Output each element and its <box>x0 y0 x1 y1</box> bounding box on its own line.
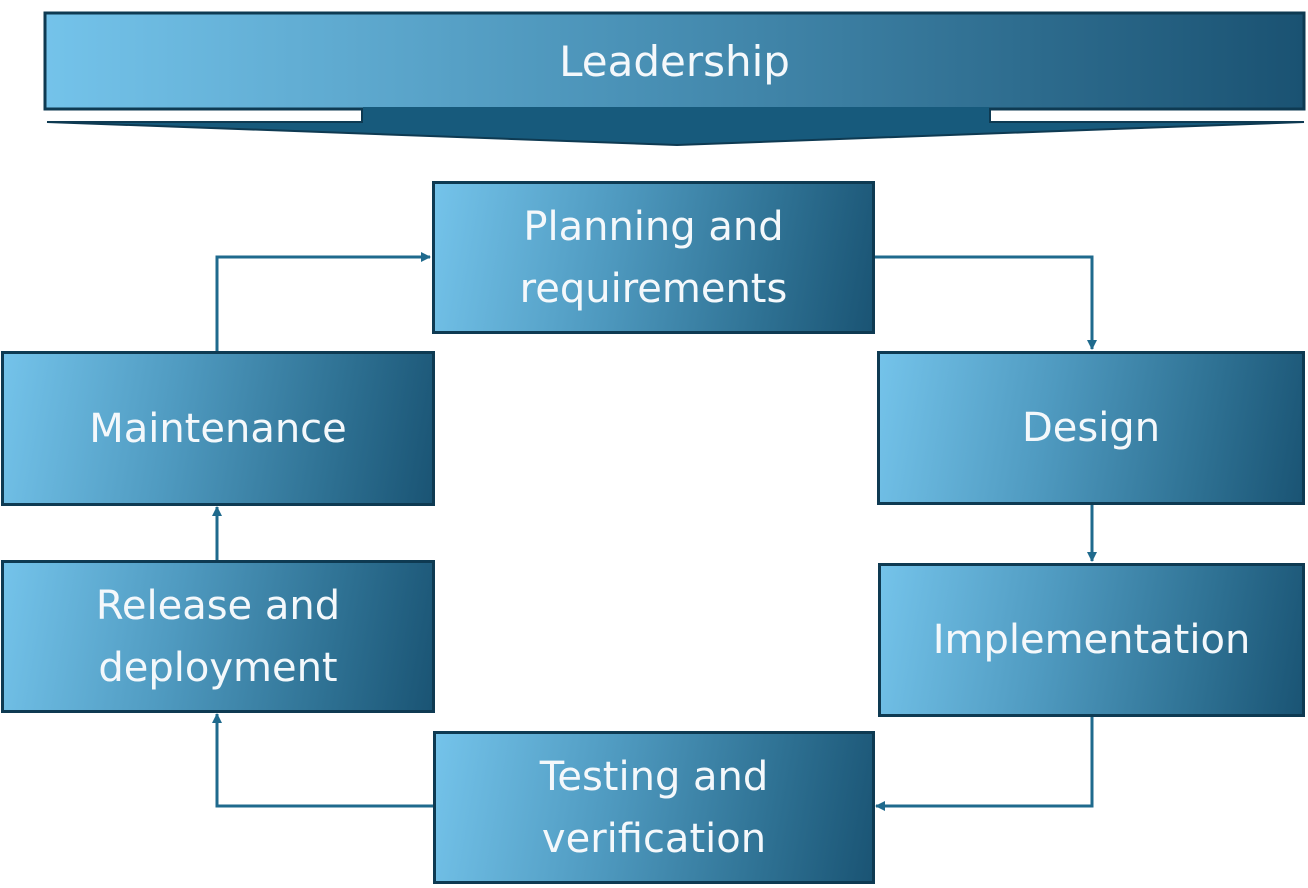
step-label: Testing and <box>539 753 769 800</box>
step-testing: Testing and verification <box>433 731 875 884</box>
connector-maintenance-planning <box>215 252 431 351</box>
step-label: deployment <box>98 644 338 691</box>
step-label: Implementation <box>932 617 1251 663</box>
step-release: Release and deployment <box>1 560 435 713</box>
step-label: verification <box>541 815 767 862</box>
step-label: Design <box>1021 405 1161 451</box>
step-label: requirements <box>519 265 788 312</box>
leadership-banner-arrow <box>43 11 1306 147</box>
step-label: Maintenance <box>89 405 347 452</box>
step-implementation: Implementation <box>878 563 1305 717</box>
step-label: Planning and <box>523 203 784 250</box>
step-planning: Planning and requirements <box>432 181 875 334</box>
step-design: Design <box>877 351 1305 505</box>
connector-testing-release <box>212 713 433 808</box>
connector-planning-design <box>874 255 1097 350</box>
step-maintenance: Maintenance <box>1 351 435 506</box>
step-label: Release and <box>95 582 341 629</box>
leadership-label: Leadership <box>559 36 790 86</box>
connector-implementation-testing <box>875 716 1094 811</box>
connectors <box>212 252 1097 811</box>
